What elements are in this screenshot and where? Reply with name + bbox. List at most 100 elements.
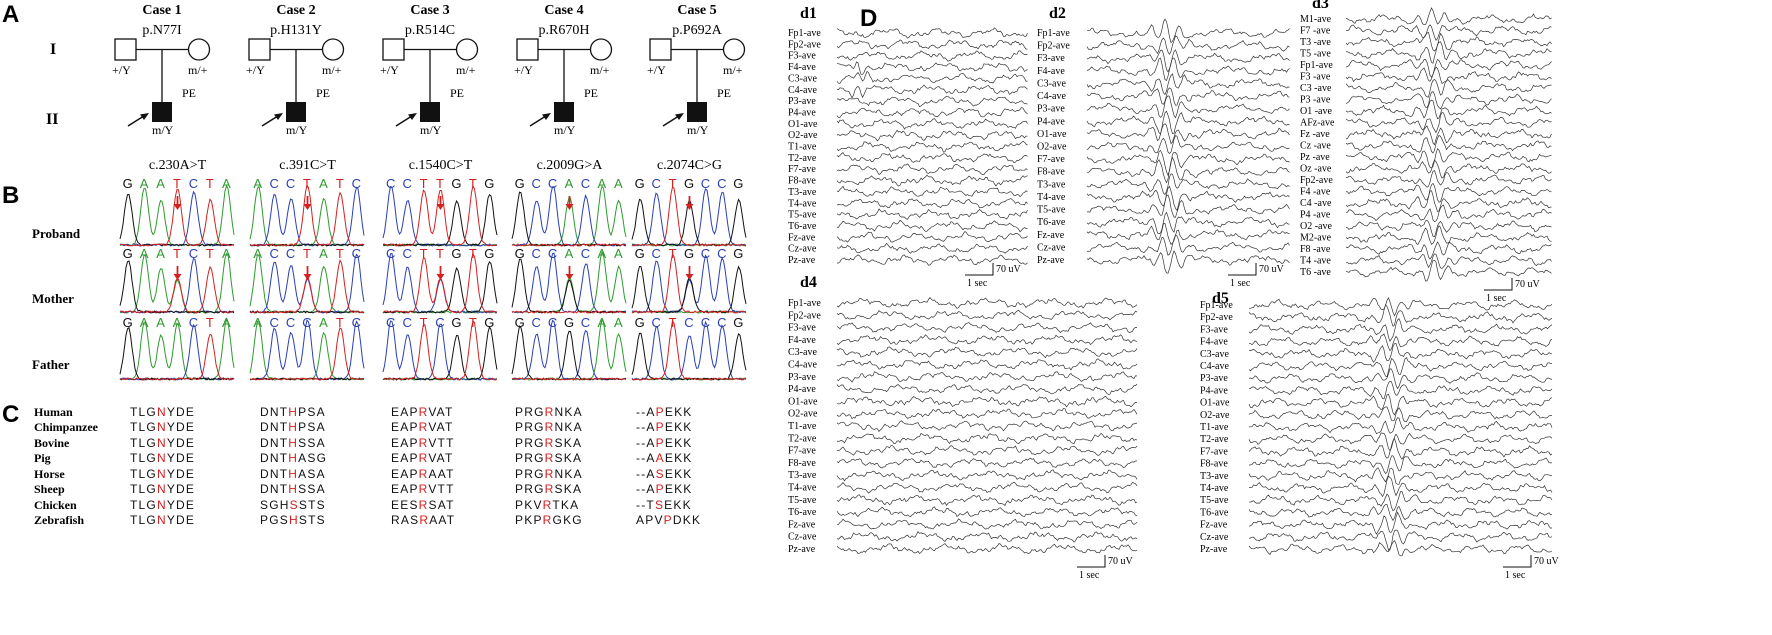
residue: N [157,513,167,527]
residue: R [524,420,534,434]
alignment-column-5: --APEKK--APEKK--APEKK--AAEKK--ASEKK--APE… [636,405,700,527]
proband-base-below: A [156,246,166,261]
residue: N [157,405,167,419]
residue: R [419,451,429,465]
residue: S [299,513,308,527]
proband-base: C [189,176,199,191]
residue: A [646,482,655,496]
proband-arrowhead [542,113,551,120]
aligned-sequence: --ASEKK [636,467,693,481]
mother-base: T [336,315,345,330]
aligned-sequence: TLGNYDE [130,451,195,465]
residue: D [260,467,270,481]
residue: T [446,467,455,481]
proband-base-below: C [286,246,296,261]
trace-T [382,184,498,247]
residue: A [438,467,446,481]
residue: R [545,436,555,450]
eeg-trace [1248,504,1553,522]
scale-bar [1484,278,1513,291]
proband-base: T [420,176,429,191]
trace-G [382,193,498,247]
mother-base: C [717,315,727,330]
eeg-trace [836,140,1028,153]
cdna-change: c.2009G>A [537,158,604,173]
eeg-channel-label: F8-ave [1200,459,1228,470]
trace-T [382,320,498,381]
residue: S [307,451,316,465]
proband-arrowhead [675,113,684,120]
residue: R [419,467,429,481]
residue: E [186,482,195,496]
proband-base-below: G [733,246,744,261]
trace-C [382,320,498,381]
cdna-change: c.391C>T [279,158,336,173]
residue: K [524,513,533,527]
residue: K [564,436,573,450]
eeg-channel-label: T3-ave [1037,179,1066,190]
residue: K [683,405,692,419]
father-symbol [114,38,137,61]
residue: T [130,451,139,465]
eeg-channel-label: T2-ave [788,433,817,444]
eeg-trace [836,346,1138,359]
aligned-sequence: PRGRNKA [515,420,583,434]
chromatogram-mother [382,252,498,314]
eeg-trace [1345,241,1552,260]
mother-base: C [548,315,558,330]
residue: N [270,436,280,450]
scale-amplitude: 70 uV [1259,264,1285,275]
scale-time: 1 sec [1230,278,1251,289]
residue: P [260,513,269,527]
aligned-sequence: --AAEKK [636,451,693,465]
eeg-trace [836,518,1138,530]
eeg-channel-label: Fp2-ave [788,39,821,50]
residue: E [665,467,674,481]
residue: D [176,482,186,496]
proband-base-below: C [352,246,362,261]
father-genotype: +/Y [514,63,533,77]
eeg-trace [836,445,1138,456]
residue: N [270,482,280,496]
sanger-row-label-proband: Proband [32,226,81,241]
residue: G [146,405,157,419]
eeg-channel-label: T4 -ave [1300,256,1331,267]
proband-base-below: T [173,246,182,261]
eeg-trace [836,407,1138,420]
eeg-trace [836,198,1028,209]
residue: G [269,513,280,527]
eeg-trace [1086,123,1290,145]
residue: S [290,498,299,512]
scale-time: 1 sec [1079,570,1100,581]
residue: T [130,482,139,496]
residue: T [280,482,289,496]
residue: E [391,405,400,419]
residue: G [534,467,545,481]
mother-base: A [598,315,608,330]
residue: N [555,405,565,419]
eeg-channel-label: O2-ave [788,409,818,420]
residue: L [139,451,147,465]
proband-base: T [303,176,312,191]
residue: G [534,436,545,450]
proband-symbol [420,102,440,122]
chromatogram-mother [631,252,747,314]
eeg-channel-label: F3 -ave [1300,72,1331,83]
eeg-channel-label: P4-ave [1037,116,1065,127]
residue: N [157,467,167,481]
eeg-channel-label: F4-ave [788,335,816,346]
residue: Y [167,498,176,512]
residue: T [446,482,455,496]
proband-arrowhead [274,113,283,120]
residue: P [533,513,542,527]
eeg-trace [1248,380,1553,400]
eeg-channel-label: O2-ave [1037,142,1067,153]
proband-base: T [436,176,445,191]
species-label: Sheep [34,482,65,496]
residue: E [664,498,673,512]
residue: S [299,498,308,512]
eeg-channel-label: F7-ave [788,164,816,175]
residue: R [543,498,553,512]
eeg-trace [1345,125,1552,146]
